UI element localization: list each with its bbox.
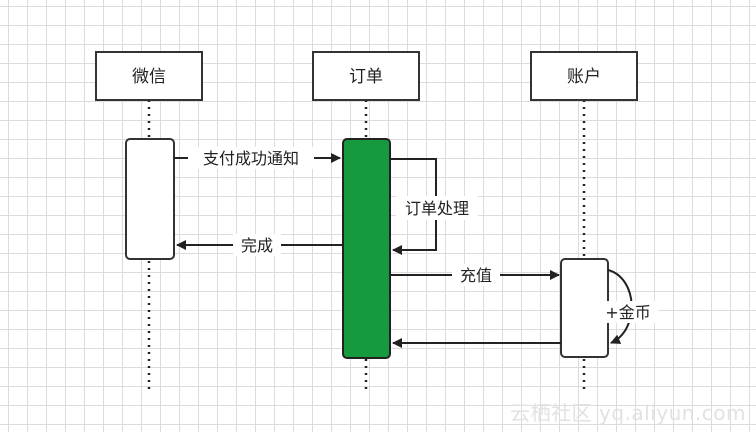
participant-order: 订单 xyxy=(312,51,420,101)
watermark: 云栖社区 yq.aliyun.com xyxy=(510,401,746,425)
order-process-label: 订单处理 xyxy=(405,199,469,218)
participant-label: 账户 xyxy=(567,67,601,87)
pay-notify-label: 支付成功通知 xyxy=(203,149,299,168)
recharge-label: 充值 xyxy=(460,266,492,285)
complete-label: 完成 xyxy=(241,236,273,255)
participant-label: 订单 xyxy=(349,67,383,87)
activation-order xyxy=(342,138,391,359)
activation-wechat xyxy=(125,138,175,260)
add-coins-label: +金币 xyxy=(605,303,650,322)
participant-account: 账户 xyxy=(530,51,638,101)
participant-wechat: 微信 xyxy=(95,51,203,101)
participant-label: 微信 xyxy=(132,67,166,87)
